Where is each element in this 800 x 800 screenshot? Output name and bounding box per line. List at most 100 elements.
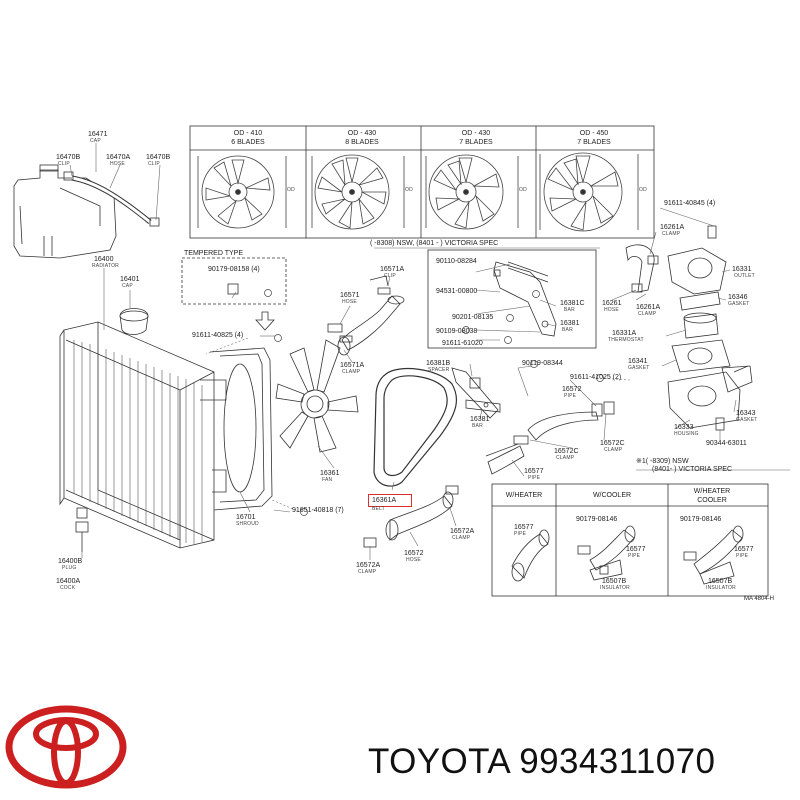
variant-cooler-16507b-number: 16507B [602,578,627,585]
part-16572a-left-number: 16572A [356,562,381,569]
bar-callout [427,249,597,349]
fan-8-blades-430 [311,154,405,230]
part-16400b-name: PLUG [62,565,77,571]
part-90344-number: 90344-63011 [706,440,747,447]
heater-pipe [485,401,615,475]
part-16261-name: HOSE [604,307,619,313]
part-16361a-name: BELT [372,506,385,512]
leader-lines [69,143,737,560]
variant-hc-90179-number: 90179-08146 [680,516,722,523]
toyota-logo-rings [5,705,127,789]
circle-markers [264,289,604,516]
fan-option-2-blades: 8 BLADES [345,139,379,146]
part-16261a-bottom-name: CLAMP [638,311,657,317]
part-16471-number: 16471 [88,131,108,138]
spec-bottom-note-1: ※1( -8309) NSW [636,458,689,465]
part-16400a-number: 16400A [56,578,81,585]
part-16572-hose-number: 16572 [404,550,424,557]
thermostat-housing-group [625,225,753,431]
part-16577-number: 16577 [524,468,544,475]
part-91651-number: 91651-40818 (7) [292,507,344,514]
part-16400-name: RADIATOR [92,263,119,269]
variant-cooler-16577-number: 16577 [626,546,646,553]
part-16470a-name: HOSE [110,161,125,167]
variant-heater-16577-name: PIPE [514,531,527,537]
fan-option-3-blades: 7 BLADES [459,139,493,146]
part-16341-number: 16341 [628,358,648,365]
part-16381b-number: 16381B [426,360,451,367]
part-90110-number: 90110-08284 [436,258,477,265]
cooling-fan [275,339,359,453]
spacer-bar [451,367,501,419]
part-16470b-left-name: CLIP [58,161,70,167]
part-16572c-right-name: CLAMP [604,447,623,453]
part-16333-number: 16333 [674,424,694,431]
part-16572c-left-number: 16572C [554,448,579,455]
fan-option-1-od: OD - 410 [233,130,263,137]
variant-heater-16577-number: 16577 [514,524,534,531]
part-16571-number: 16571 [340,292,360,299]
variant-cooler-16507b-name: INSULATOR [600,585,630,591]
part-16571a-top-name: CLIP [384,273,396,279]
part-number: 9934311070 [519,742,716,781]
part-91611-40825-number: 91611-40825 (4) [192,332,244,339]
part-16571a-bottom-name: CLAMP [342,369,361,375]
part-16572-hose-name: HOSE [406,557,421,563]
part-16701-name: SHROUD [236,521,259,527]
part-16572a-left-name: CLAMP [358,569,377,575]
variant-hc-16507b-name: INSULATOR [706,585,736,591]
variant-cooler-16577-name: PIPE [628,553,641,559]
spec-top-note: ( -8308) NSW, (8401 - ) VICTORIA SPEC [370,240,499,247]
part-16701-number: 16701 [236,514,256,521]
part-91611-41025-number: 91611-41025 (2) [570,374,622,381]
variant-table [491,483,769,597]
radiator [59,308,227,549]
part-16470b-right-name: CLIP [148,161,160,167]
part-16343-name: GASKET [736,417,758,423]
v-belt [373,367,458,487]
upper-hose [327,275,405,356]
brand-name: TOYOTA [368,742,510,781]
part-16261a-top-number: 16261A [660,224,685,231]
part-16400-number: 16400 [94,256,114,263]
part-16381-mid-name: BAR [472,423,483,429]
part-16381b-name: SPACER [428,367,450,373]
od-dim-label-2: OD [405,187,413,193]
part-16400a-name: COCK [60,585,76,591]
part-16400b-number: 16400B [58,558,83,565]
fan-7-blades-450 [539,152,639,232]
part-90119-number: 90119-08344 [522,360,563,367]
dashed-refs [205,337,631,513]
variant-hc-16577-name: PIPE [736,553,749,559]
part-16381-mid-number: 16381 [470,416,490,423]
part-16471-name: CAP [90,138,101,144]
spec-underline [374,247,790,471]
fan-options-table [189,125,655,239]
od-dim-label-3: OD [519,187,527,193]
variant-cooler-90179-number: 90179-08146 [576,516,618,523]
pipe-w-cooler [577,525,636,581]
part-16381c-number: 16381C [560,300,585,307]
pipe-w-heater-cooler [683,525,744,585]
tempered-type-title: TEMPERED TYPE [184,250,243,257]
part-16361a-number: 16361A [372,497,397,504]
part-16572-pipe-number: 16572 [562,386,582,393]
part-16470a-number: 16470A [106,154,131,161]
part-16401-name: CAP [122,283,133,289]
part-90201-number: 90201-08135 [452,314,494,321]
highlighted-part-box [368,494,412,507]
part-16333-name: HOUSING [674,431,699,437]
part-16331a-number: 16331A [612,330,637,337]
fan-option-4-blades: 7 BLADES [577,139,611,146]
part-16341-name: GASKET [628,365,650,371]
brand-part-text: TOYOTA 9934311070 [368,742,715,782]
part-16470b-left-number: 16470B [56,154,81,161]
part-16331a-name: THERMOSTAT [608,337,644,343]
diagram-reference: MA 4804-H [744,596,775,602]
part-16261a-bottom-number: 16261A [636,304,661,311]
fan-7-blades-430 [425,154,519,230]
variant-hc-16577-number: 16577 [734,546,754,553]
part-16261a-top-name: CLAMP [662,231,681,237]
part-16572c-left-name: CLAMP [556,455,575,461]
reservoir-tank [13,164,117,259]
